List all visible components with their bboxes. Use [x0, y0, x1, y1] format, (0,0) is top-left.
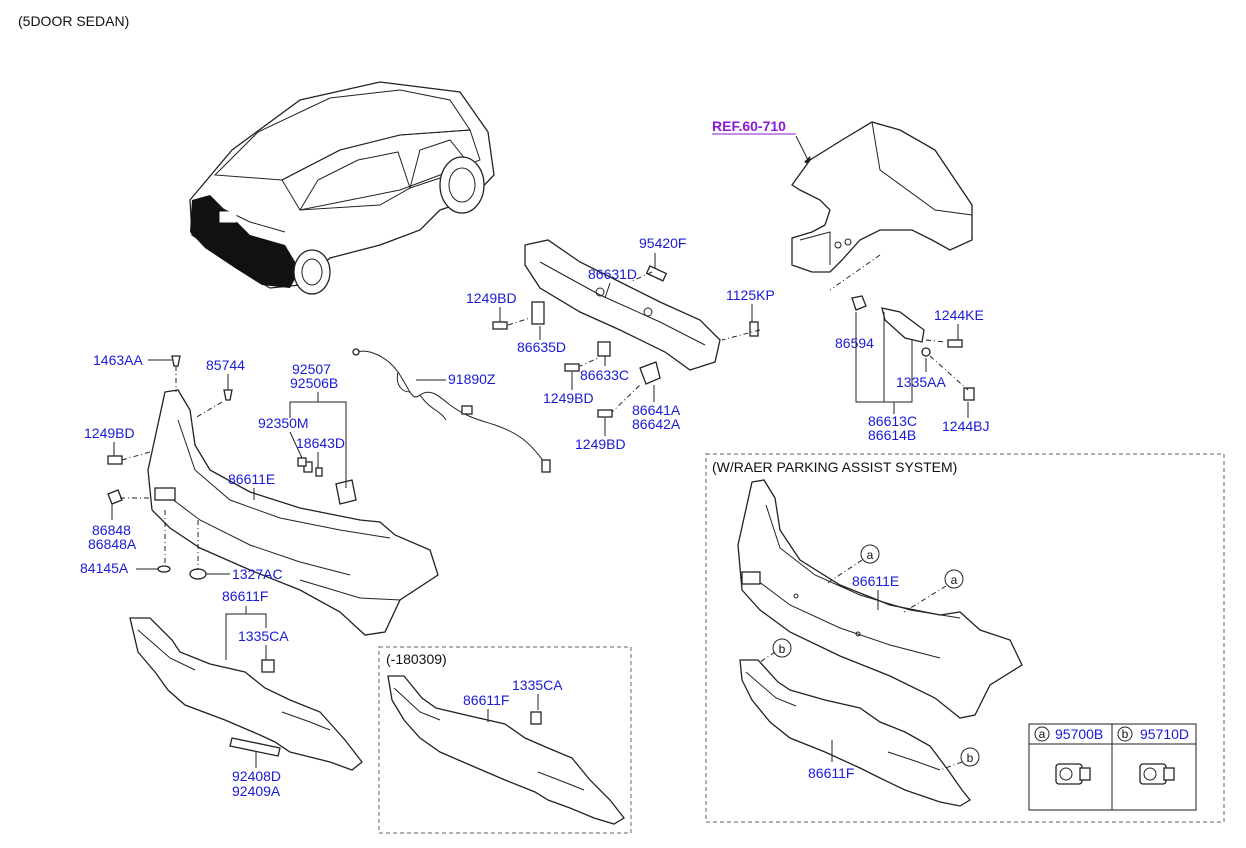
fasteners-left [107, 355, 357, 580]
label-91890z[interactable]: 91890Z [448, 371, 496, 387]
label-86848[interactable]: 86848 [92, 522, 131, 538]
marker-b-2: b [967, 751, 974, 765]
label-86633c[interactable]: 86633C [580, 367, 629, 383]
label-86635d[interactable]: 86635D [517, 339, 566, 355]
label-1244ke[interactable]: 1244KE [934, 307, 984, 323]
inset-parking-title: (W/RAER PARKING ASSIST SYSTEM) [712, 459, 957, 475]
lower-diffuser-86611f [129, 617, 363, 771]
label-84145a[interactable]: 84145A [80, 560, 129, 576]
inset-label-86611f[interactable]: 86611F [463, 692, 509, 708]
inset-180309-title: (-180309) [386, 651, 447, 667]
parking-label-86611e[interactable]: 86611E [852, 573, 899, 589]
sensor-legend: a 95700B b 95710D [1028, 723, 1197, 811]
sensor-icon-95710d [1139, 763, 1175, 785]
legend-part-95710d[interactable]: 95710D [1140, 726, 1189, 742]
diagram-title: (5DOOR SEDAN) [18, 13, 129, 29]
rear-bumper-cover-86611e [147, 389, 439, 636]
label-85744[interactable]: 85744 [206, 357, 245, 373]
marker-a-2: a [951, 573, 958, 587]
label-95420f[interactable]: 95420F [639, 235, 686, 251]
bumper-bracket-86631d [492, 239, 761, 418]
legend-marker-b: b [1122, 727, 1129, 741]
marker-a-1: a [867, 548, 874, 562]
parking-label-86611f[interactable]: 86611F [808, 765, 854, 781]
label-1335aa[interactable]: 1335AA [896, 374, 946, 390]
label-92409a[interactable]: 92409A [232, 783, 281, 799]
label-1249bd-c[interactable]: 1249BD [575, 436, 626, 452]
sensor-icon-95700b [1055, 763, 1091, 785]
label-86614b[interactable]: 86614B [868, 427, 916, 443]
label-1244bj[interactable]: 1244BJ [942, 418, 989, 434]
marker-b-1: b [779, 642, 786, 656]
label-1463aa[interactable]: 1463AA [93, 352, 143, 368]
label-18643d[interactable]: 18643D [296, 435, 345, 451]
label-1249bd-d[interactable]: 1249BD [84, 425, 135, 441]
label-86611e[interactable]: 86611E [228, 471, 275, 487]
label-86848a[interactable]: 86848A [88, 536, 137, 552]
label-92350m[interactable]: 92350M [258, 415, 309, 431]
label-1335ca[interactable]: 1335CA [238, 628, 289, 644]
label-1327ac[interactable]: 1327AC [232, 566, 283, 582]
label-86631d[interactable]: 86631D [588, 266, 637, 282]
inset-label-1335ca[interactable]: 1335CA [512, 677, 563, 693]
label-86611f[interactable]: 86611F [222, 588, 268, 604]
inset-pre-180309: (-180309) 1335CA 86611F [378, 646, 632, 834]
label-1125kp[interactable]: 1125KP [726, 287, 775, 303]
inset-parking-assist: (W/RAER PARKING ASSIST SYSTEM) a a b b 8… [705, 453, 1225, 823]
legend-marker-a: a [1039, 727, 1046, 741]
car-illustration [189, 81, 495, 295]
part-labels: 95420F 86631D 1249BD 86635D 1125KP 86633… [80, 235, 989, 799]
legend-part-95700b[interactable]: 95700B [1055, 726, 1103, 742]
label-86594[interactable]: 86594 [835, 335, 874, 351]
side-bracket-parts [851, 295, 975, 401]
camera-parts [297, 457, 307, 467]
label-1249bd-b[interactable]: 1249BD [543, 390, 594, 406]
wiring-harness-91890z [352, 348, 551, 473]
label-1249bd-a[interactable]: 1249BD [466, 290, 517, 306]
ref-label: REF.60-710 [712, 118, 786, 134]
label-86613c[interactable]: 86613C [868, 413, 917, 429]
label-92506b[interactable]: 92506B [290, 375, 338, 391]
quarter-panel-reference: REF.60-710 [712, 118, 973, 291]
label-92507[interactable]: 92507 [292, 361, 331, 377]
label-86642a[interactable]: 86642A [632, 416, 681, 432]
label-92408d[interactable]: 92408D [232, 768, 281, 784]
label-86641a[interactable]: 86641A [632, 402, 681, 418]
